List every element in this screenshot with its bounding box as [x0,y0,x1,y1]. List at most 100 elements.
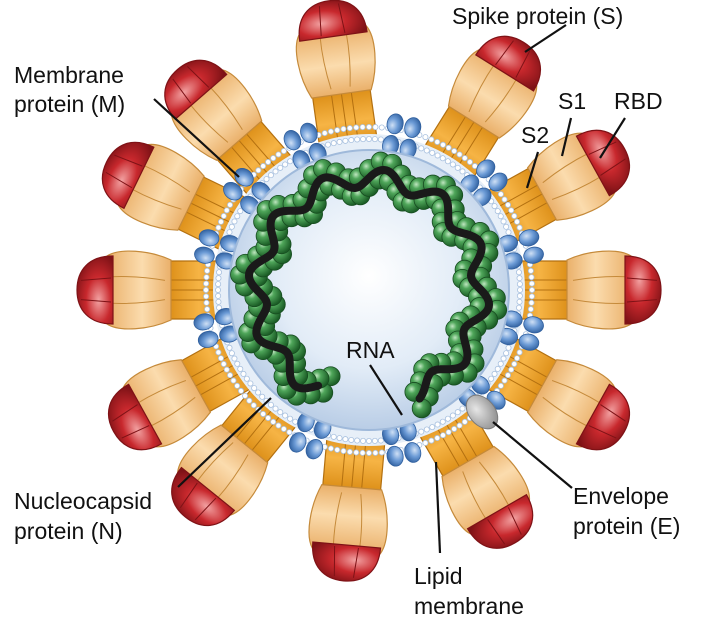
s1-label: S1 [558,88,586,114]
membrane-protein [382,420,422,467]
spike-head-line [110,276,166,281]
spike-head-line [572,276,628,281]
lipid-headgroup [377,437,384,444]
lipid-headgroup [228,223,235,230]
lipid-headgroup [234,360,241,367]
spike-tip-line [337,3,346,33]
lipid-headgroup [494,208,501,215]
lipid-headgroup [334,446,341,453]
nucleocapsid-label-2: protein (N) [14,518,123,544]
lipid-headgroup [247,380,254,387]
lipid-headgroup [340,447,347,454]
lipid-headgroup [508,366,515,373]
spike-protein-label: Spike protein (S) [452,3,623,29]
spike-tip-line [588,425,617,439]
lipid-headgroup [422,134,429,141]
envelope-protein-label-1: Envelope [573,483,669,509]
lipid-headgroup [230,377,237,384]
spike-rbd-tip [466,493,534,549]
membrane-protein-lobe [523,316,544,334]
spike-tip-line [194,497,217,521]
spike-rbd-tip [624,255,662,325]
lipid-headgroup [428,136,435,143]
lipid-headgroup [456,422,463,429]
lipid-headgroup [501,377,508,384]
lipid-headgroup [340,126,347,133]
lipid-headgroup [504,201,511,208]
s1-leader-line [560,117,573,157]
spike-tip-line [179,482,198,509]
lipid-headgroup [527,267,534,274]
lipid-headgroup [336,138,343,145]
lipid-headgroup [246,397,253,404]
lipid-headgroup [466,158,473,165]
lipid-headgroup [275,422,282,429]
lipid-headgroup [497,191,504,198]
lipid-headgroup [497,382,504,389]
membrane-protein-lobe [300,122,318,143]
lipid-headgroup [216,269,223,276]
lipid-headgroup [459,405,466,412]
spike-head-line [319,36,332,90]
spike-protein [107,335,258,451]
lipid-headgroup [454,409,461,416]
lipid-headgroup [265,415,272,422]
lipid-headgroup [528,280,535,287]
lipid-headgroup [346,448,353,455]
lipid-headgroup [286,429,293,436]
lipid-headgroup [516,224,523,231]
membrane-protein-lobe [404,117,422,138]
spike-head-line [216,454,249,500]
spike-protein [164,59,296,200]
spike-proteins [76,0,662,582]
spike-tip-line [626,299,658,303]
lipid-headgroup [514,218,521,225]
lipid-headgroup [267,172,274,179]
spike-tip-line [352,547,359,578]
rbd-label: RBD [614,88,663,114]
lipid-headgroup [372,124,379,131]
spike-tip-line [80,299,112,303]
lipid-headgroup [330,140,337,147]
membrane-protein-lobe [197,330,219,348]
spike-tip-line [318,6,322,37]
spike-rbd-tip [76,255,114,325]
membrane-protein-lobe [518,333,540,351]
spike-head-line [110,299,166,304]
spike-head-line [551,176,602,200]
lipid-headgroup [440,141,447,148]
lipid-headgroup [321,130,328,137]
lipid-headgroup [511,212,518,219]
lipid-headgroup [429,149,436,156]
membrane-protein [289,411,332,460]
s2-label: S2 [521,122,549,148]
spike-head-line [478,461,510,508]
lipid-headgroup [260,163,267,170]
lipid-headgroup [242,392,249,399]
lipid-headgroup [505,229,512,236]
lipid-headgroup [215,275,222,282]
lipid-headgroup [234,382,241,389]
lipid-headgroup [204,306,211,313]
lipid-headgroup [505,344,512,351]
lipid-headgroup [454,164,461,171]
spike-head-line [189,103,229,143]
lipid-headgroup [497,213,504,220]
lipid-headgroup [456,151,463,158]
lipid-headgroup [527,306,534,313]
spike-rbd-tip [312,541,382,582]
rna-leader-line [369,364,403,416]
spike-tip-line [515,50,531,78]
rna-strand [245,166,493,403]
spike-s1-head [566,250,632,330]
s2-leader-line [525,151,540,189]
lipid-headgroup [434,421,441,428]
spike-tip-line [495,40,514,66]
lipid-headgroup [515,269,522,276]
lipid-headgroup [342,436,349,443]
lipid-headgroup [330,433,337,440]
lipid-headgroup [251,385,258,392]
lipid-headgroup [226,229,233,236]
lipid-headgroup [516,275,523,282]
lipid-headgroup [423,147,430,154]
